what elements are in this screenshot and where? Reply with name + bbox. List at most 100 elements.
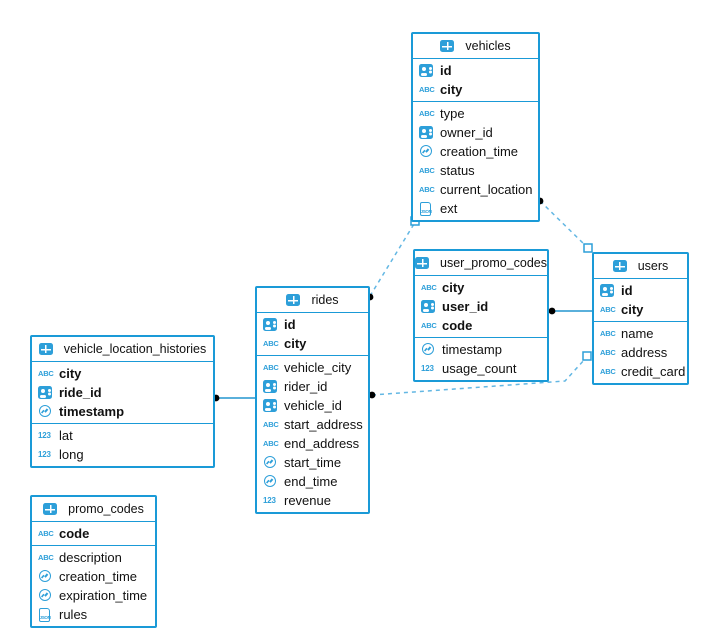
column-name: expiration_time [59,588,148,603]
column-row: revenue [257,491,368,510]
column-name: user_id [442,299,489,314]
fields-section: lat long [32,423,213,466]
column-row: type [413,104,538,123]
column-name: name [621,326,654,341]
table-name: users [637,259,669,273]
column-row: usage_count [415,359,547,378]
table-name: user_promo_codes [440,256,548,270]
column-name: ride_id [59,385,102,400]
column-name: end_address [284,436,360,451]
string-icon [38,527,54,541]
column-row: end_address [257,434,368,453]
column-name: city [59,366,82,381]
id-badge-icon [600,284,616,298]
table-vehicles[interactable]: vehicles id city type owner_id c [411,32,540,222]
table-vehicle_location_histories[interactable]: vehicle_location_histories city ride_id … [30,335,215,468]
column-row: code [415,316,547,335]
column-row: vehicle_id [257,396,368,415]
column-name: start_time [284,455,342,470]
column-row: rider_id [257,377,368,396]
column-name: code [442,318,473,333]
column-name: timestamp [59,404,125,419]
column-name: lat [59,428,73,443]
column-row: user_id [415,297,547,316]
json-icon [419,201,435,216]
column-name: owner_id [440,125,493,140]
column-name: credit_card [621,364,686,379]
string-icon [38,551,54,565]
timestamp-icon [263,475,279,489]
table-user_promo_codes[interactable]: user_promo_codes city user_id code times… [413,249,549,382]
relationship-vehicle_location_histories-rides [212,394,255,402]
column-row: code [32,524,155,543]
timestamp-icon [38,570,54,584]
string-icon [600,365,616,379]
table-header[interactable]: vehicles [413,34,538,59]
fields-section: type owner_id creation_time status curre… [413,101,538,220]
table-header[interactable]: vehicle_location_histories [32,337,213,362]
column-row: name [594,324,687,343]
column-row: owner_id [413,123,538,142]
table-icon [38,342,54,356]
string-icon [263,361,279,375]
column-name: creation_time [440,144,519,159]
column-row: description [32,548,155,567]
column-name: revenue [284,493,331,508]
column-row: address [594,343,687,362]
column-row: long [32,445,213,464]
string-icon [600,327,616,341]
number-icon [38,429,54,443]
column-name: rules [59,607,88,622]
string-icon [419,107,435,121]
number-icon [38,448,54,462]
id-badge-icon [38,386,54,400]
id-badge-icon [419,64,435,78]
table-promo_codes[interactable]: promo_codes code description creation_ti… [30,495,157,628]
column-row: timestamp [32,402,213,421]
id-badge-icon [263,318,279,332]
number-icon [421,362,437,376]
primary-key-section: id city [257,313,368,355]
timestamp-icon [38,589,54,603]
table-name: rides [311,293,339,307]
table-header[interactable]: user_promo_codes [415,251,547,276]
column-name: city [621,302,644,317]
table-icon [440,39,455,53]
column-name: status [440,163,475,178]
table-name: vehicles [465,39,511,53]
column-row: rules [32,605,155,624]
column-row: creation_time [32,567,155,586]
column-name: description [59,550,122,565]
column-row: credit_card [594,362,687,381]
string-icon [419,164,435,178]
column-name: vehicle_id [284,398,342,413]
column-row: ext [413,199,538,218]
table-header[interactable]: users [594,254,687,279]
column-row: current_location [413,180,538,199]
column-row: start_time [257,453,368,472]
column-row: vehicle_city [257,358,368,377]
string-icon [263,437,279,451]
fields-section: timestamp usage_count [415,337,547,380]
string-icon [263,418,279,432]
column-name: city [442,280,465,295]
table-header[interactable]: promo_codes [32,497,155,522]
column-row: city [594,300,687,319]
diamond-endpoint [582,351,592,361]
table-rides[interactable]: rides id city vehicle_city rider_id [255,286,370,514]
primary-key-section: city ride_id timestamp [32,362,213,423]
column-row: id [413,61,538,80]
relationship-rides-vehicles [366,216,420,301]
dot-endpoint [548,307,556,315]
table-users[interactable]: users id city name address credi [592,252,689,385]
column-row: end_time [257,472,368,491]
table-icon [286,293,301,307]
timestamp-icon [421,343,437,357]
primary-key-section: code [32,522,155,545]
id-badge-icon [263,380,279,394]
column-row: creation_time [413,142,538,161]
table-header[interactable]: rides [257,288,368,313]
column-name: long [59,447,84,462]
table-name: promo_codes [68,502,144,516]
